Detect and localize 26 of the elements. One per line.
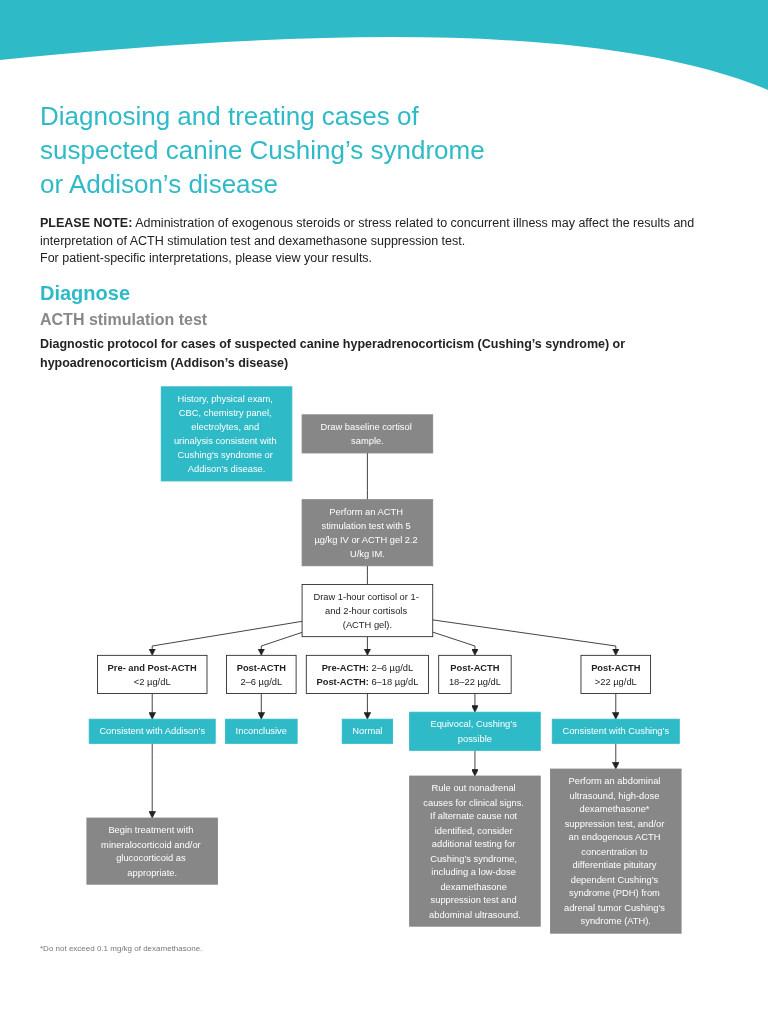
node-box: Post-ACTH >22 µg/dL	[580, 655, 652, 695]
node-box: Begin treatment with mineralocorticoid and/or glucocorticoid as appropriate.	[86, 818, 218, 886]
section-heading: Diagnose	[40, 281, 132, 305]
connector	[366, 565, 368, 586]
node-box: Pre- and Post-ACTH <2 µg/dL	[97, 655, 208, 695]
node-box: Consistent with Addison’s	[88, 719, 216, 745]
node-box: Post-ACTH 18–22 µg/dL	[438, 655, 512, 695]
node-box: Perform an ACTH stimulation test with 5 µg/kg IV or ACTH gel 2.2 U/kg IM.	[301, 499, 434, 567]
node-box: Post-ACTH 2–6 µg/dL	[226, 655, 297, 695]
connector	[366, 452, 368, 501]
node-box: Perform an abdominal ultrasound, high-dose dexamethasone* suppression test, and/or an endogenous ACTH concentration to differentiate pituitary dependent Cushing’s syndrome (PDH) from adrenal tumor Cushing’s syndrome (ATH).	[550, 769, 682, 935]
node-box: Consistent with Cushing’s	[551, 719, 680, 745]
note-paragraph: PLEASE NOTE: Administration of exogenous steroids or stress related to concurrent illness may affect the results and interpretation of ACTH stimulation test and dexamethasone suppression test.	[40, 215, 696, 250]
node-box: Equivocal, Cushing’s possible	[409, 712, 541, 752]
note-paragraph: For patient-specific interpretations, please view your results.	[40, 250, 374, 268]
title: Diagnosing and treating cases of suspected canine Cushing’s syndrome or Addison’s disease	[40, 100, 486, 201]
node-box: Draw 1-hour cortisol or 1- and 2-hour cortisols (ACTH gel).	[301, 584, 434, 638]
node-box: Rule out nonadrenal causes for clinical signs. If alternate cause not identified, consider additional testing for Cushing’s syndrome, including a low-dose dexamethasone suppression test and abdominal ultrasound.	[409, 776, 541, 928]
node-box: Normal	[341, 719, 394, 745]
protocol-description: Diagnostic protocol for cases of suspected canine hyperadrenocorticism (Cushing’s syndrome) or hypoadrenocorticism (Addison’s disease)	[40, 335, 627, 372]
footnote: *Do not exceed 0.1 mg/kg of dexamethasone.	[40, 944, 204, 954]
node-box: Inconclusive	[225, 719, 298, 745]
node-box: History, physical exam, CBC, chemistry panel, electrolytes, and urinalysis consistent with Cushing’s syndrome or Addison’s disease.	[160, 386, 293, 482]
node-box: Pre-ACTH: 2–6 µg/dL Post-ACTH: 6–18 µg/dL	[305, 655, 429, 695]
node-box: Draw baseline cortisol sample.	[301, 414, 434, 454]
subheading: ACTH stimulation test	[40, 310, 209, 329]
